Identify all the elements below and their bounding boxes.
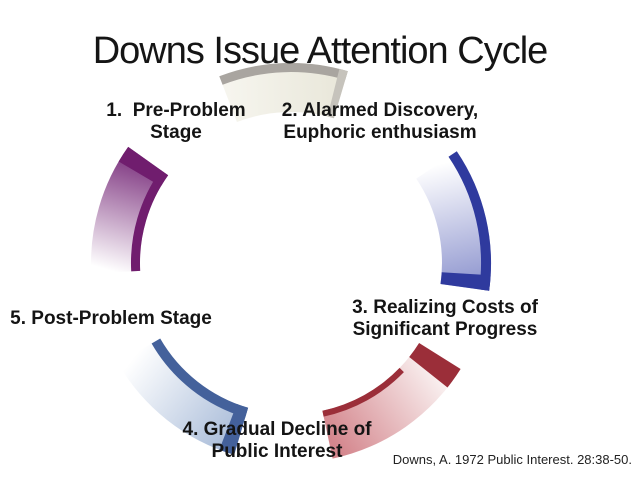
arc-face-bottom-left-slate-blue <box>117 338 249 455</box>
arc-bottom-left-slate-blue <box>117 338 249 455</box>
stage-label-3: 3. Realizing Costs of Significant Progre… <box>352 297 538 340</box>
arc-edge-top-ivory <box>219 62 348 85</box>
stage-label-4: 4. Gradual Decline of Public Interest <box>182 419 372 462</box>
arc-face-top-ivory <box>219 62 348 122</box>
stage-label-5: 5. Post-Problem Stage <box>10 308 212 329</box>
stage-label-2: 2. Alarmed Discovery, Euphoric enthusias… <box>281 100 479 143</box>
arc-cap-left-purple <box>118 146 169 187</box>
stage-label-1: 1. Pre-Problem Stage <box>106 100 246 143</box>
arc-right-royal-blue <box>416 151 492 291</box>
arc-cap-top-ivory <box>327 68 348 119</box>
arc-cap-bottom-right-maroon <box>409 343 461 388</box>
citation-text: Downs, A. 1972 Public Interest. 28:38-50… <box>392 452 632 467</box>
arc-cap-right-royal-blue <box>440 272 491 291</box>
arc-left-purple <box>91 146 169 274</box>
arc-bottom-right-maroon <box>322 343 461 459</box>
arc-face-bottom-right-maroon <box>322 343 461 459</box>
page-title: Downs Issue Attention Cycle <box>92 30 549 73</box>
arc-top-ivory <box>219 62 348 122</box>
arc-edge-bottom-right-maroon <box>322 367 404 417</box>
arc-cap-bottom-left-slate-blue <box>219 404 249 455</box>
arc-edge-left-purple <box>130 170 169 272</box>
